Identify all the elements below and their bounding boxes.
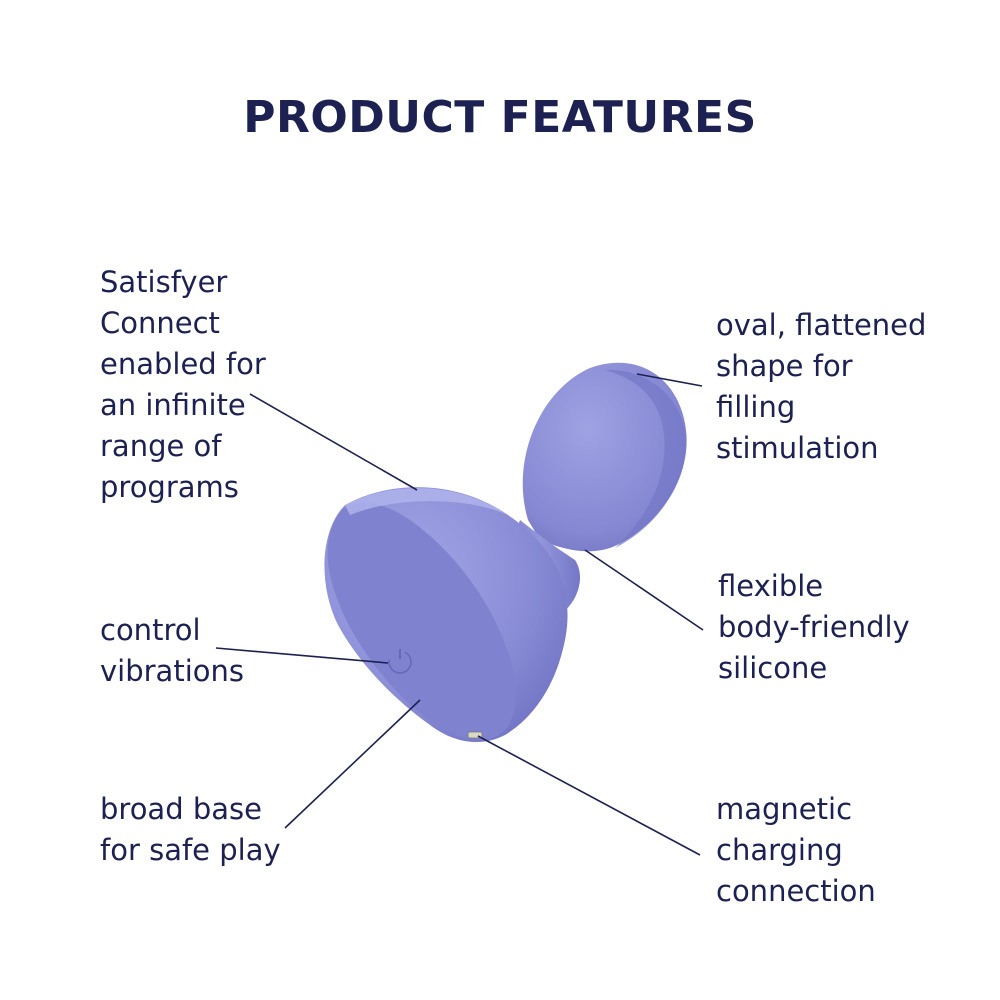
feature-text: magnetic xyxy=(716,792,853,826)
feature-satisfyer-connect: Satisfyer Connect enabled for an infinit… xyxy=(100,262,266,508)
product-tip xyxy=(522,362,687,552)
feature-text: an infinite xyxy=(100,388,246,422)
leader-magnetic xyxy=(477,735,701,856)
feature-text: filling xyxy=(716,390,796,424)
feature-text: vibrations xyxy=(100,654,244,688)
feature-text: body-friendly xyxy=(718,610,910,644)
product-tip-rim xyxy=(605,369,687,548)
feature-magnetic-charging: magnetic charging connection xyxy=(716,789,876,912)
feature-text: silicone xyxy=(718,651,828,685)
feature-text: programs xyxy=(100,470,239,504)
feature-text: connection xyxy=(716,874,876,908)
feature-text: range of xyxy=(100,429,222,463)
leader-flexible xyxy=(584,549,704,631)
feature-text: Satisfyer xyxy=(100,265,228,299)
feature-text: flexible xyxy=(718,569,824,603)
feature-text: enabled for xyxy=(100,347,266,381)
product-base-face xyxy=(327,502,516,740)
page-title: PRODUCT FEATURES xyxy=(243,92,757,143)
feature-text: control xyxy=(100,613,201,647)
feature-text: stimulation xyxy=(716,431,879,465)
feature-oval-shape: oval, flattened shape for filling stimul… xyxy=(716,305,926,469)
feature-text: charging xyxy=(716,833,843,867)
feature-control-vibrations: control vibrations xyxy=(100,610,244,692)
feature-broad-base: broad base for safe play xyxy=(100,789,281,871)
leader-connect xyxy=(249,393,418,491)
feature-text: broad base xyxy=(100,792,262,826)
product-base-rim-highlight xyxy=(345,488,508,515)
leader-oval xyxy=(636,373,703,387)
feature-text: shape for xyxy=(716,349,853,383)
leader-base xyxy=(284,699,421,829)
leader-control xyxy=(215,647,389,664)
power-icon xyxy=(388,649,412,674)
feature-text: for safe play xyxy=(100,833,281,867)
feature-text: oval, flattened xyxy=(716,308,927,342)
feature-flexible-silicone: flexible body-friendly silicone xyxy=(718,566,910,689)
leader-lines xyxy=(215,373,704,856)
feature-text: Connect xyxy=(100,306,220,340)
